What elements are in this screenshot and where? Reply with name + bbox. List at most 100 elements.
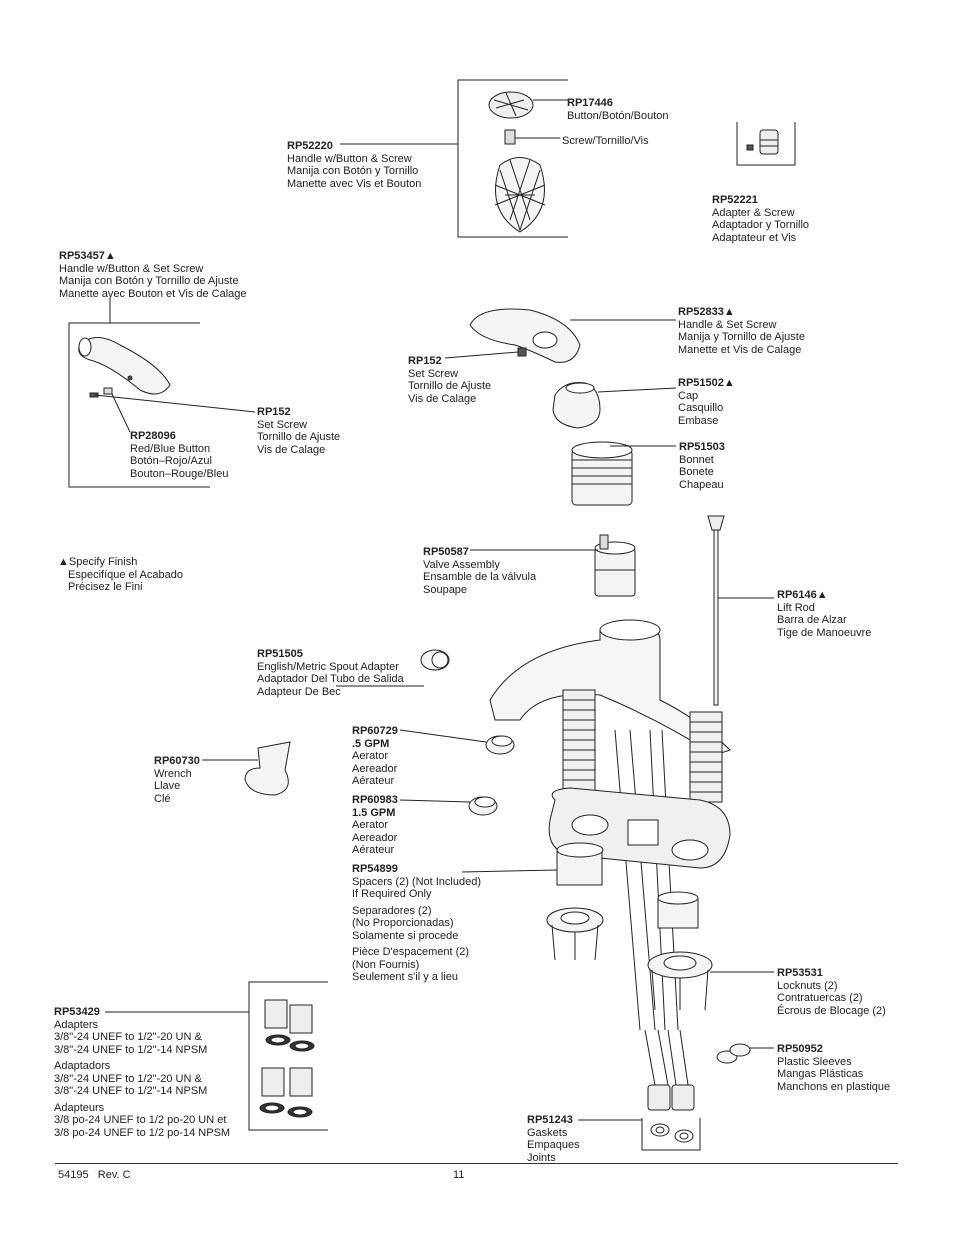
part-number: RP51243: [527, 1114, 573, 1126]
part-number: RP53429: [54, 1006, 100, 1018]
part-number: RP52220: [287, 140, 333, 152]
part-desc: Casquillo: [678, 402, 724, 414]
part-desc: 3/8"-24 UNEF to 1/2"-20 UN &: [54, 1031, 202, 1043]
part-desc: Wrench: [154, 767, 192, 780]
part-number: RP51503: [679, 441, 725, 453]
label-rp53457: RP53457▲ Handle w/Button & Set Screw Man…: [59, 250, 247, 300]
part-desc: Soupape: [423, 583, 468, 596]
label-rp6146: RP6146▲ Lift Rod Barra de Alzar Tige de …: [777, 589, 871, 639]
part-desc: Button/Botón/Bouton: [567, 109, 669, 122]
part-number: RP60729: [352, 725, 398, 737]
label-rp51502: RP51502▲ Cap Casquillo Embase: [678, 377, 735, 427]
plastic-sleeves: [716, 1043, 774, 1064]
part-desc: Joints: [527, 1151, 556, 1164]
part-number: RP54899: [352, 863, 398, 875]
part-desc: Handle & Set Screw: [678, 318, 777, 331]
label-rp28096: RP28096 Red/Blue Button Botón–Rojo/Azul …: [130, 430, 228, 480]
document-number: 54195 Rev. C: [58, 1169, 131, 1181]
adapter-screw-box: [736, 122, 796, 166]
part-desc: 3/8"-24 UNEF to 1/2"-20 UN &: [54, 1072, 202, 1085]
part-flow: .5 GPM: [352, 737, 390, 750]
part-desc: Aerator: [352, 750, 389, 762]
part-desc: Embase: [678, 414, 719, 427]
part-desc: Empaques: [527, 1139, 580, 1151]
part-desc: Adaptadors: [54, 1060, 111, 1072]
part-desc: Adapteur De Bec: [257, 685, 341, 698]
label-screw: Screw/Tornillo/Vis: [562, 135, 649, 148]
part-desc: Aereador: [352, 831, 398, 844]
lever-handle: [444, 308, 676, 363]
part-desc: Manette et Vis de Calage: [678, 343, 802, 356]
part-desc: Spacers (2) (Not Included): [352, 875, 481, 888]
part-desc: Handle w/Button & Screw: [287, 152, 412, 165]
part-desc: Lift Rod: [777, 601, 815, 614]
label-rp52221: RP52221 Adapter & Screw Adaptador y Torn…: [712, 194, 809, 244]
part-flow: 1.5 GPM: [352, 806, 396, 819]
part-desc: Aereador: [352, 762, 398, 775]
part-number: RP50587: [423, 546, 469, 558]
label-rp51505: RP51505 English/Metric Spout Adapter Ada…: [257, 648, 404, 698]
part-desc: Adaptador y Tornillo: [712, 219, 810, 231]
part-desc: Set Screw: [257, 418, 308, 431]
label-rp51503: RP51503 Bonnet Bonete Chapeau: [679, 441, 725, 491]
part-desc: Manija con Botón y Tornillo: [287, 165, 419, 177]
label-rp152-a: RP152 Set Screw Tornillo de Ajuste Vis d…: [408, 355, 491, 405]
part-number: RP28096: [130, 430, 176, 442]
part-number: RP17446: [567, 97, 613, 109]
part-desc: If Required Only: [352, 888, 432, 900]
label-rp60730: RP60730 Wrench Llave Clé: [154, 755, 200, 805]
part-desc: Seulement s'il y a lieu: [352, 971, 459, 983]
part-desc: Set Screw: [408, 367, 459, 380]
part-desc: Solamente si procede: [352, 929, 459, 942]
part-desc: Tornillo de Ajuste: [408, 380, 492, 392]
label-rp17446: RP17446 Button/Botón/Bouton: [567, 97, 669, 122]
part-desc: 3/8"-24 UNEF to 1/2"-14 NPSM: [54, 1043, 208, 1056]
part-desc: 3/8 po-24 UNEF to 1/2 po-14 NPSM: [54, 1126, 231, 1139]
aerator-05: [399, 729, 515, 755]
spout-adapter: [336, 649, 450, 687]
part-desc: Contratuercas (2): [777, 992, 863, 1004]
part-desc: Gaskets: [527, 1126, 568, 1139]
supply-lines: [644, 1029, 695, 1111]
page-number: 11: [453, 1169, 465, 1181]
part-desc: Tornillo de Ajuste: [257, 431, 341, 443]
part-desc: Adapters: [54, 1018, 99, 1031]
label-rp52833: RP52833▲ Handle & Set Screw Manija y Tor…: [678, 306, 805, 356]
part-number: RP51505: [257, 648, 303, 660]
part-desc: Manette avec Vis et Bouton: [287, 177, 422, 190]
part-number: RP53531: [777, 967, 823, 979]
part-desc: Mangas Plásticas: [777, 1068, 864, 1080]
handle-button-box: [340, 79, 568, 238]
cap: [552, 382, 677, 429]
part-desc: Aerator: [352, 819, 389, 831]
part-desc: Chapeau: [679, 478, 724, 491]
label-rp53531: RP53531 Locknuts (2) Contratuercas (2) É…: [777, 967, 886, 1017]
part-desc: 3/8 po-24 UNEF to 1/2 po-20 UN et: [54, 1114, 227, 1126]
gaskets-box: [578, 1118, 701, 1151]
part-desc: Bonete: [679, 466, 714, 478]
part-number: RP51502▲: [678, 377, 735, 389]
part-desc: Red/Blue Button: [130, 442, 211, 455]
spout-body: [489, 619, 731, 1031]
note-line: Précisez le Fini: [68, 581, 143, 593]
part-desc: (No Proporcionadas): [352, 917, 454, 929]
part-desc: Clé: [154, 792, 171, 805]
part-desc: Adaptador Del Tubo de Salida: [257, 673, 404, 685]
part-desc: (Non Fournis): [352, 958, 420, 971]
part-desc: Locknuts (2): [777, 979, 838, 992]
lever-handle-box: [68, 297, 256, 488]
part-number: RP53457▲: [59, 250, 116, 262]
label-rp51243: RP51243 Gaskets Empaques Joints: [527, 1114, 580, 1164]
part-desc: Cap: [678, 389, 699, 402]
valve-assembly: [470, 534, 636, 597]
label-rp53429: RP53429 Adapters 3/8"-24 UNEF to 1/2"-20…: [54, 1006, 230, 1139]
footer-rule: [55, 1163, 898, 1164]
lift-rod: [707, 515, 774, 706]
part-number: RP152: [408, 355, 442, 367]
part-desc: Manija y Tornillo de Ajuste: [678, 331, 805, 343]
part-desc: Adapteurs: [54, 1101, 105, 1114]
part-desc: Manija con Botón y Tornillo de Ajuste: [59, 275, 239, 287]
part-desc: Screw/Tornillo/Vis: [562, 135, 649, 147]
bonnet: [571, 441, 676, 506]
